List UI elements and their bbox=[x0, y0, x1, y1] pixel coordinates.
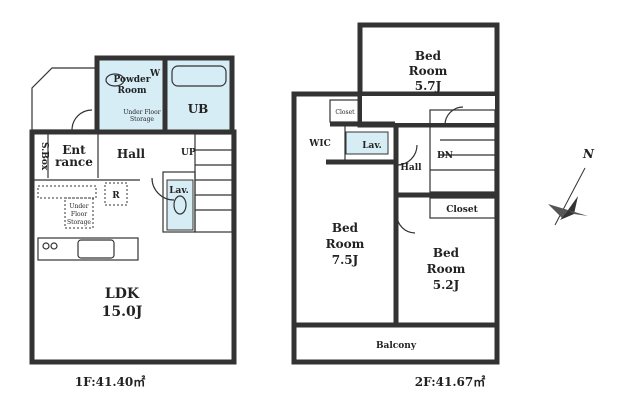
bedroom-a-label-1: Bed bbox=[415, 49, 442, 63]
bedroom-57-wall bbox=[357, 22, 500, 128]
kitchen-counter bbox=[37, 237, 139, 261]
lav-label: Lav. bbox=[169, 186, 189, 196]
storage-label-1: Under bbox=[69, 203, 88, 210]
second-floor: Bed Room 5.7J Closet WIC Lav. Hall DN Cl… bbox=[291, 22, 500, 389]
lavatory-2f bbox=[345, 131, 389, 155]
compass-icon: N bbox=[548, 147, 595, 226]
first-floor-area: 1F:41.40㎡ bbox=[75, 374, 145, 389]
unit-bath bbox=[166, 59, 231, 131]
ldk-label: LDK bbox=[105, 286, 140, 302]
compass-north-label: N bbox=[582, 147, 595, 161]
first-floor-outline bbox=[29, 129, 237, 365]
washer-label: W bbox=[149, 69, 161, 79]
hall-label: Hall bbox=[117, 147, 146, 161]
bedroom-b-size: 7.5J bbox=[332, 253, 359, 267]
closet-b-label: Closet bbox=[446, 205, 478, 215]
dn-label: DN bbox=[437, 151, 453, 161]
sbox-label: S.Box bbox=[39, 142, 49, 171]
closet-a-label: Closet bbox=[335, 109, 355, 116]
ub-label: UB bbox=[188, 102, 209, 116]
entrance-label-2: rance bbox=[55, 155, 93, 169]
up-label: UP bbox=[181, 148, 196, 158]
under-floor-storage-label-a: Under Floor bbox=[123, 109, 160, 116]
balcony-label: Balcony bbox=[376, 341, 417, 351]
powder-room-label-2: Room bbox=[117, 86, 146, 96]
bedroom-c-label-2: Room bbox=[427, 262, 466, 276]
first-floor: Powder W Room Under Floor Storage UB S.B… bbox=[29, 55, 237, 389]
second-floor-outline bbox=[291, 91, 500, 365]
bedroom-a-size: 5.7J bbox=[415, 79, 442, 93]
stairs-2f bbox=[429, 109, 496, 193]
bedroom-c-size: 5.2J bbox=[433, 278, 460, 292]
entrance-porch bbox=[31, 67, 98, 131]
ldk-size: 15.0J bbox=[102, 304, 143, 320]
storage-label-3: Storage bbox=[67, 219, 91, 226]
lav-2f-label: Lav. bbox=[362, 141, 382, 151]
powder-room-label-1: Powder bbox=[113, 75, 150, 85]
storage-label-2: Floor bbox=[71, 211, 87, 218]
entrance-label-1: Ent bbox=[62, 143, 86, 157]
bedroom-b-label-1: Bed bbox=[332, 221, 359, 235]
wic-label: WIC bbox=[308, 139, 330, 149]
lavatory bbox=[166, 179, 194, 231]
second-floor-area: 2F:41.67㎡ bbox=[415, 374, 485, 389]
powder-room bbox=[98, 59, 166, 131]
under-floor-storage-label-b: Storage bbox=[130, 116, 154, 123]
bedroom-b-label-2: Room bbox=[326, 237, 365, 251]
hall-2f-label: Hall bbox=[400, 163, 422, 173]
bedroom-a-label-2: Room bbox=[409, 64, 448, 78]
bedroom-c-label-1: Bed bbox=[433, 246, 460, 260]
fridge-space bbox=[104, 182, 128, 206]
stairs-1f bbox=[194, 133, 233, 233]
fridge-label: R bbox=[112, 191, 120, 201]
